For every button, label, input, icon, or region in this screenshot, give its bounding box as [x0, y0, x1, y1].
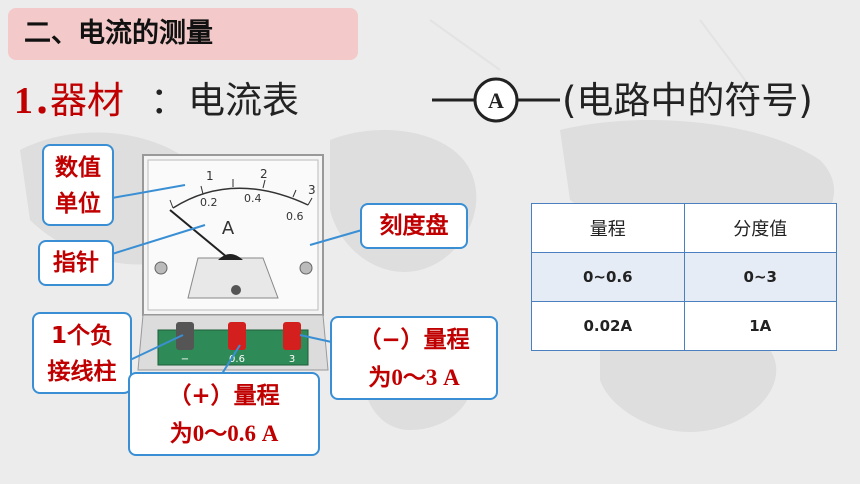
table-header-division: 分度值	[683, 203, 837, 253]
unit-callout-line2: 单位	[55, 191, 101, 217]
scale-top-1: 1	[206, 169, 214, 183]
heading-label: 器材	[50, 79, 124, 122]
heading-item: 电流表	[188, 79, 299, 122]
table-row: 0~0.6 0~3	[531, 252, 837, 302]
pointer-callout-label: 指针	[53, 250, 99, 276]
dial-callout: 刻度盘	[360, 203, 468, 249]
ammeter-symbol-icon: A	[432, 77, 560, 123]
dial-callout-label: 刻度盘	[379, 213, 449, 239]
pointer-callout: 指针	[38, 240, 114, 286]
table-cell: 0.02A	[531, 301, 685, 351]
unit-callout-line1: 数值	[55, 155, 101, 181]
face-letter: A	[222, 218, 235, 239]
large-range-line1: （−）量程	[358, 327, 470, 353]
range-table: 量程 分度值 0~0.6 0~3 0.02A 1A	[531, 203, 837, 351]
small-range-line2: 为0～0.6 A	[169, 421, 279, 446]
table-cell: 1A	[683, 301, 837, 351]
scale-top-3: 3	[308, 183, 316, 197]
negative-terminal-callout: 1个负 接线柱	[32, 312, 132, 394]
large-range-line2: 为0～3 A	[368, 365, 460, 390]
table-cell: 0~0.6	[531, 252, 685, 302]
scale-bottom-3: 0.6	[286, 210, 304, 223]
table-cell: 0~3	[683, 252, 837, 302]
scale-bottom-1: 0.2	[200, 196, 218, 209]
heading-number: 1．	[14, 80, 72, 122]
symbol-caption: (电路中的符号)	[562, 79, 813, 122]
table-row: 0.02A 1A	[531, 301, 837, 351]
terminal-3: 3	[289, 354, 295, 365]
unit-callout: 数值 单位	[42, 144, 114, 226]
scale-bottom-2: 0.4	[244, 192, 262, 205]
heading-colon: ：	[150, 79, 187, 122]
neg-callout-line1: 1个负	[50, 323, 113, 349]
small-range-callout: （+）量程 为0～0.6 A	[128, 372, 320, 456]
table-header-row: 量程 分度值	[531, 203, 837, 253]
small-range-line1: （+）量程	[168, 383, 280, 409]
table-header-range: 量程	[531, 203, 685, 253]
symbol-letter: A	[488, 88, 504, 113]
scale-top-2: 2	[260, 167, 268, 181]
section-title: 二、电流的测量	[8, 8, 358, 60]
neg-callout-line2: 接线柱	[47, 359, 117, 385]
large-range-callout: （−）量程 为0～3 A	[330, 316, 498, 400]
terminal-0.6: 0.6	[229, 354, 245, 365]
terminal-neg: −	[181, 354, 189, 365]
